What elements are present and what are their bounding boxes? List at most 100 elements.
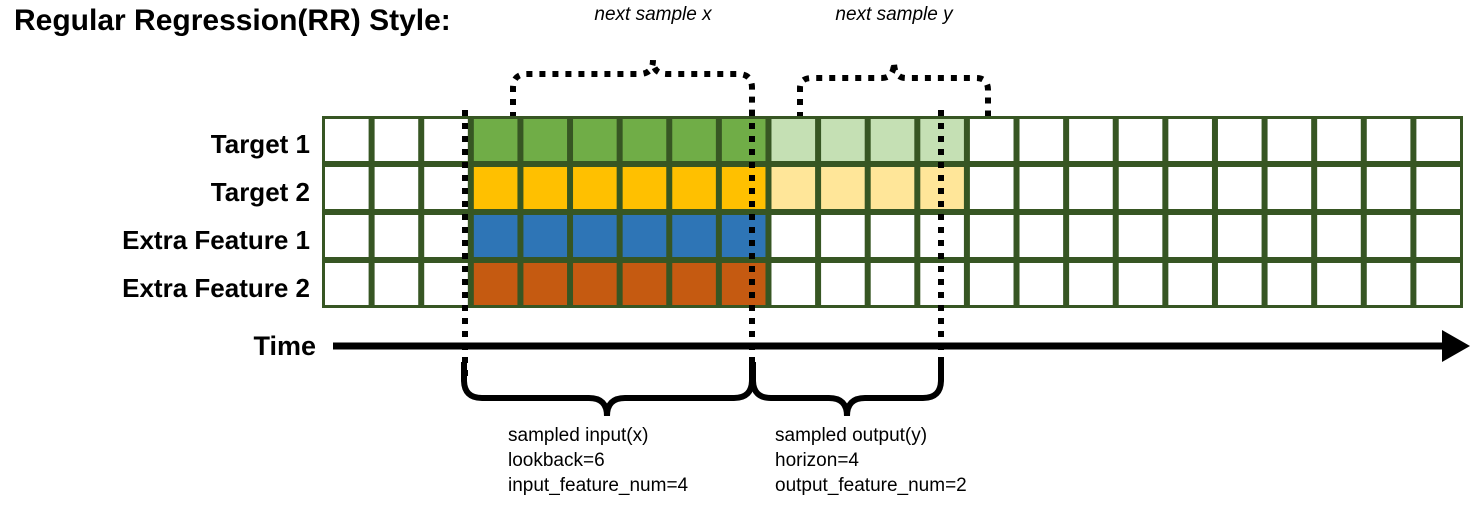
grid-cell-blank	[424, 119, 468, 161]
grid-cell-input	[622, 215, 667, 257]
solid-brace-input	[461, 362, 755, 417]
grid-cell-input	[672, 119, 716, 161]
time-axis-label: Time	[253, 331, 316, 361]
grid-cell-input	[672, 215, 716, 257]
row-label-extra-feature-2: Extra Feature 2	[122, 273, 310, 303]
grid-cell-blank	[1168, 167, 1212, 209]
boundary-dotted-lines	[462, 110, 944, 382]
timeline-grid	[322, 116, 1463, 308]
grid-cell-blank	[1118, 119, 1163, 161]
grid-cell-blank	[969, 263, 1014, 305]
grid-cell-input	[672, 167, 716, 209]
grid-cell-blank	[969, 119, 1014, 161]
annotation-input-line-3: input_feature_num=4	[508, 475, 689, 496]
time-axis: Time	[253, 330, 1470, 362]
grid-cell-blank	[374, 263, 419, 305]
grid-cell-blank	[1118, 263, 1163, 305]
grid-cell-blank	[1118, 215, 1163, 257]
grid-cell-input	[523, 119, 568, 161]
grid-cell-blank	[1217, 263, 1262, 305]
annotation-input-line-2: lookback=6	[508, 450, 605, 471]
grid-cell-input	[473, 167, 518, 209]
grid-cell-input	[573, 119, 617, 161]
grid-cell-output	[870, 167, 915, 209]
grid-cell-input	[721, 167, 766, 209]
grid-cell-blank	[1317, 215, 1361, 257]
grid-cell-blank	[424, 263, 468, 305]
grid-cell-blank	[374, 167, 419, 209]
grid-cell-blank	[1366, 167, 1411, 209]
grid-cell-input	[622, 119, 667, 161]
grid-cell-blank	[771, 215, 816, 257]
grid-cell-blank	[424, 215, 468, 257]
grid-cell-blank	[920, 215, 964, 257]
grid-cell-input	[473, 119, 518, 161]
annotation-sampled-input: sampled input(x) lookback=6 input_featur…	[508, 425, 689, 496]
row-label-extra-feature-1: Extra Feature 1	[122, 225, 310, 255]
grid-cell-blank	[325, 215, 369, 257]
grid-cell-blank	[1267, 215, 1312, 257]
grid-cell-blank	[374, 215, 419, 257]
grid-cell-blank	[1168, 119, 1212, 161]
grid-cell-blank	[1416, 119, 1460, 161]
grid-cell-blank	[1019, 263, 1064, 305]
grid-cell-input	[523, 167, 568, 209]
grid-cell-blank	[969, 215, 1014, 257]
annotation-output-line-3: output_feature_num=2	[775, 475, 967, 496]
grid-cell-blank	[1069, 215, 1113, 257]
row-label-target-2: Target 2	[211, 177, 310, 207]
dotted-brace-input	[510, 59, 755, 118]
grid-cell-blank	[1168, 263, 1212, 305]
grid-cell-blank	[870, 215, 915, 257]
grid-cell-blank	[771, 263, 816, 305]
grid-cell-blank	[374, 119, 419, 161]
grid-cell-blank	[1416, 167, 1460, 209]
grid-cell-blank	[1217, 215, 1262, 257]
grid-cell-blank	[1019, 215, 1064, 257]
grid-cell-blank	[1267, 119, 1312, 161]
grid-cell-blank	[1019, 119, 1064, 161]
grid-cell-input	[721, 263, 766, 305]
grid-cell-input	[473, 263, 518, 305]
grid-cell-blank	[821, 215, 865, 257]
grid-cell-blank	[1069, 263, 1113, 305]
grid-cell-input	[523, 263, 568, 305]
grid-cell-blank	[1366, 263, 1411, 305]
grid-cell-blank	[1168, 215, 1212, 257]
grid-cell-blank	[1019, 167, 1064, 209]
row-labels: Target 1 Target 2 Extra Feature 1 Extra …	[122, 129, 310, 303]
solid-brace-output	[750, 362, 944, 417]
grid-cell-blank	[325, 119, 369, 161]
grid-cell-input	[721, 119, 766, 161]
dotted-brace-output	[797, 61, 991, 118]
grid-cell-output	[821, 119, 865, 161]
annotation-next-sample-y: next sample y	[835, 4, 954, 25]
grid-cell-output	[771, 119, 816, 161]
grid-cell-input	[721, 215, 766, 257]
annotation-output-line-1: sampled output(y)	[775, 425, 927, 446]
annotation-input-line-1: sampled input(x)	[508, 425, 648, 446]
grid-cell-blank	[1217, 119, 1262, 161]
grid-cell-blank	[1366, 215, 1411, 257]
grid-cell-blank	[1317, 167, 1361, 209]
grid-cell-blank	[1069, 167, 1113, 209]
annotation-output-line-2: horizon=4	[775, 450, 859, 471]
grid-cell-input	[573, 167, 617, 209]
grid-cell-blank	[424, 167, 468, 209]
grid-cell-blank	[1069, 119, 1113, 161]
grid-cell-blank	[1267, 167, 1312, 209]
grid-cell-blank	[1416, 215, 1460, 257]
grid-cell-blank	[1366, 119, 1411, 161]
page-title: Regular Regression(RR) Style:	[14, 4, 451, 37]
grid-cell-blank	[325, 263, 369, 305]
grid-cell-input	[473, 215, 518, 257]
grid-cell-input	[622, 167, 667, 209]
grid-cell-blank	[1267, 263, 1312, 305]
grid-cell-blank	[870, 263, 915, 305]
grid-cell-blank	[325, 167, 369, 209]
annotation-next-sample-x: next sample x	[594, 4, 713, 25]
grid-cell-blank	[1217, 167, 1262, 209]
grid-cell-blank	[969, 167, 1014, 209]
grid-cell-output	[870, 119, 915, 161]
row-label-target-1: Target 1	[211, 129, 310, 159]
